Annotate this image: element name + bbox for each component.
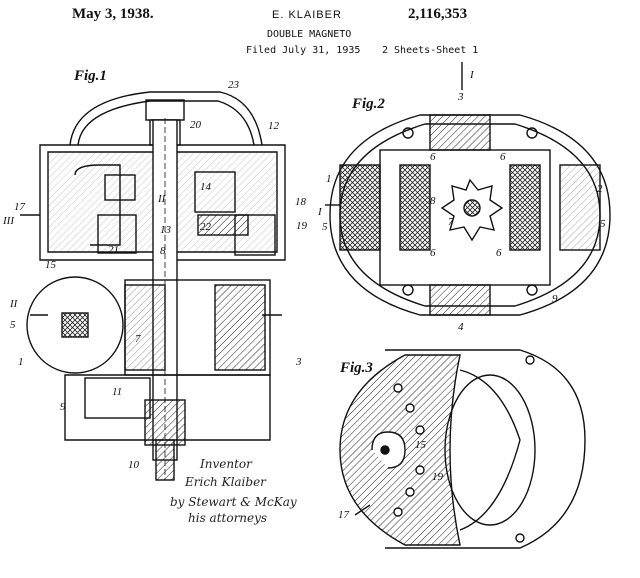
top-cover-inner	[77, 100, 255, 146]
fig2-ref-5-right: 5	[600, 218, 606, 230]
capacitor-11	[84, 377, 151, 419]
fig3-outer-frame	[385, 349, 586, 549]
coil-core-5	[61, 312, 89, 338]
fig2-rotor-hub	[463, 199, 481, 217]
fig3-screw-top	[525, 355, 535, 365]
fig3-ref-19: 19	[432, 471, 444, 483]
fig1-ref-12: 12	[268, 120, 280, 132]
fig2-bolt-br	[526, 284, 538, 296]
fig2-pole-3	[429, 114, 491, 151]
fig3-contact-4	[415, 465, 425, 475]
fig3-leader-17	[354, 504, 371, 516]
fig1-ref-22: 22	[200, 221, 212, 233]
signature-line-1: Inventor	[199, 457, 253, 471]
fig2-ref-i-top: I	[469, 69, 475, 81]
fig3-ref-17: 17	[338, 509, 350, 521]
sheet-count: 2 Sheets-Sheet 1	[382, 45, 479, 56]
fig1-ref-1: 1	[18, 356, 24, 368]
fig2-ref-6-d: 6	[496, 247, 502, 259]
fig2-pole-4	[429, 284, 491, 316]
fig1-ref-iii: III	[2, 215, 15, 227]
contact-19	[234, 214, 276, 256]
fig1-label: Fig.1	[73, 68, 107, 84]
fig3-bore	[444, 374, 536, 526]
fig2-ref-2: 2	[597, 183, 603, 195]
figure-2	[325, 62, 611, 316]
fig1-ref-13: 13	[160, 224, 172, 236]
fig1-ref-19: 19	[296, 220, 308, 232]
fig3-inner-arc	[459, 369, 521, 531]
fig3-screw-bottom	[515, 533, 525, 543]
fig2-coil-inner-right	[509, 164, 541, 251]
fig2-coil-left	[339, 164, 381, 251]
pole-piece-3	[214, 284, 266, 371]
fig2-ref-8: 8	[430, 195, 436, 207]
fig2-bolt-bl	[402, 284, 414, 296]
fig1-ref-15: 15	[45, 259, 57, 271]
patent-number: 2,116,353	[408, 6, 468, 22]
fig1-ref-7: 7	[135, 333, 141, 345]
drive-spindle-10	[155, 439, 175, 481]
patent-title: DOUBLE MAGNETO	[267, 29, 352, 40]
fig2-outer-housing	[329, 114, 611, 316]
fig2-bolt-tr	[526, 127, 538, 139]
bearing-bottom	[144, 399, 186, 446]
fig2-ref-7: 7	[448, 216, 454, 228]
fig1-ref-9: 9	[60, 401, 66, 413]
signature-line-3: by Stewart & McKay	[170, 495, 297, 509]
cam-21	[97, 214, 137, 254]
fig1-ref-17: 17	[14, 201, 26, 213]
fig2-ref-6-c: 6	[430, 247, 436, 259]
fig2-ref-6-a: 6	[430, 151, 436, 163]
fig1-ref-3: 3	[295, 356, 302, 368]
fig2-ref-1: 1	[326, 173, 332, 185]
figure-3	[339, 349, 586, 549]
fig3-contact-5	[405, 487, 415, 497]
fig2-bolt-tl	[402, 127, 414, 139]
fig1-ref-ii-top: II	[157, 193, 167, 205]
patent-date: May 3, 1938.	[72, 6, 154, 22]
fig2-ref-3: 3	[457, 91, 464, 103]
inventor-name: E. KLAIBER	[272, 9, 342, 21]
fig2-ref-i-left: I	[317, 206, 323, 218]
fig1-ref-18: 18	[295, 196, 307, 208]
pole-piece-left	[124, 284, 166, 371]
lower-housing	[64, 374, 271, 441]
fig2-ref-6-b: 6	[500, 151, 506, 163]
fig1-ref-5: 5	[10, 319, 16, 331]
fig3-contact-2	[405, 403, 415, 413]
fig2-ref-4: 4	[458, 321, 464, 333]
fig1-ref-8: 8	[160, 245, 166, 257]
shaft-cap	[145, 99, 185, 121]
fig2-label: Fig.2	[351, 96, 385, 112]
fig1-ref-14: 14	[200, 181, 212, 193]
fig1-ref-23: 23	[228, 79, 240, 91]
fig3-contact-3	[415, 425, 425, 435]
gear-block-14	[194, 171, 236, 213]
fig3-contact-1	[393, 383, 403, 393]
fig2-ref-9: 9	[552, 293, 558, 305]
fig3-contact-6	[393, 507, 403, 517]
upper-housing	[39, 144, 286, 261]
inventor-signature: Inventor Erich Klaiber by Stewart & McKa…	[170, 457, 297, 525]
fig3-cam-pin	[380, 445, 390, 455]
fig1-ref-ii-left: II	[9, 298, 19, 310]
filing-date: Filed July 31, 1935	[246, 45, 361, 56]
signature-line-2: Erich Klaiber	[184, 475, 267, 489]
fig1-ref-11: 11	[112, 386, 122, 398]
fig1-ref-20: 20	[190, 119, 202, 131]
fig3-label: Fig.3	[339, 360, 373, 376]
fig2-ref-5-left: 5	[322, 221, 328, 233]
breaker-arm-17	[74, 164, 121, 246]
fig1-ref-10: 10	[128, 459, 140, 471]
fig1-ref-21: 21	[108, 244, 119, 256]
coil-housing-1	[26, 276, 124, 374]
fig2-coil-right	[559, 164, 601, 251]
signature-line-4: his attorneys	[188, 511, 267, 525]
fig2-coil-inner-left	[399, 164, 431, 251]
figure-1	[20, 91, 286, 481]
top-cover	[69, 91, 263, 146]
fig3-ref-15: 15	[415, 439, 427, 451]
